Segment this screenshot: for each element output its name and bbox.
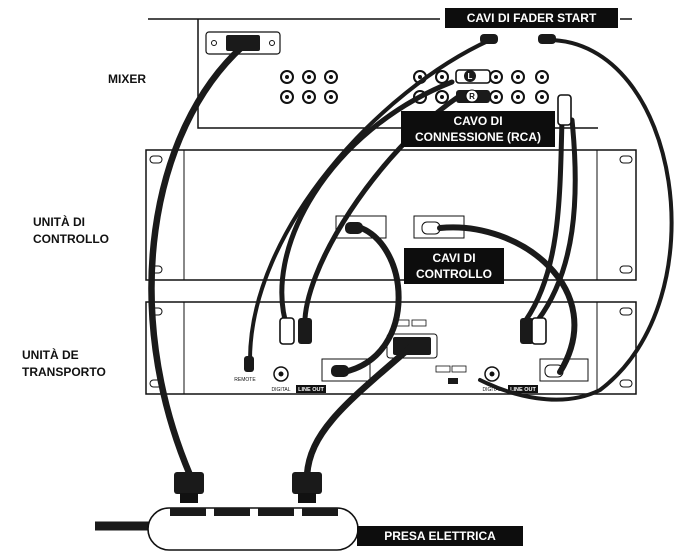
label-transport-unit-line2: TRANSPORTO [22, 365, 106, 379]
transport-switch [435, 365, 467, 384]
label-transport-unit: UNITÀ DE TRANSPORTO [22, 347, 106, 381]
callout-rca-line2: CONNESSIONE (RCA) [414, 130, 541, 144]
callout-power-strip-text: PRESA ELETTRICA [384, 529, 496, 543]
jack-l-marker: L [464, 70, 476, 82]
label-transport-unit-line1: UNITÀ DE [22, 348, 79, 362]
line-out-text-left: LINE OUT [298, 387, 324, 393]
callout-rca: CAVO DI CONNESSIONE (RCA) [401, 111, 555, 147]
rca-cable-left [279, 79, 455, 333]
mixer-unit [148, 18, 632, 129]
power-strip [95, 507, 359, 551]
plugs [174, 34, 572, 503]
callout-control-cables: CAVI DI CONTROLLO [404, 248, 504, 284]
control-cable-2 [437, 224, 578, 375]
callout-control-cables-line1: CAVI DI [432, 251, 476, 265]
jack-l-letter: L [468, 72, 473, 81]
digital-text-left: DIGITAL [271, 387, 290, 393]
label-control-unit-line1: UNITÀ DI [33, 215, 85, 229]
callout-power-strip: PRESA ELETTRICA [357, 526, 523, 546]
digital-jack-left [273, 366, 289, 382]
transport-unit: REMOTE DIGITAL LINE OUT DIGITAL LINE OUT [145, 301, 637, 395]
mixer-power-cable [148, 42, 247, 479]
rca-cable-right-b [523, 115, 565, 323]
fader-start-cable-2 [478, 38, 674, 402]
jack-r-marker: R [465, 89, 479, 103]
jack-r-letter: R [469, 92, 475, 101]
cables [148, 38, 674, 479]
line-out-badge-right: LINE OUT [508, 385, 538, 393]
fader-start-cable-1 [248, 38, 492, 362]
digital-jack-right [484, 366, 500, 382]
callout-fader-start: CAVI DI FADER START [445, 8, 618, 28]
label-mixer-text: MIXER [108, 72, 147, 86]
remote-text: REMOTE [234, 377, 256, 383]
label-mixer: MIXER [108, 71, 146, 88]
transport-power-cable [303, 342, 416, 479]
line-out-text-right: LINE OUT [510, 387, 536, 393]
label-control-unit: UNITÀ DI CONTROLLO [33, 214, 109, 248]
callout-fader-start-text: CAVI DI FADER START [466, 11, 597, 25]
callout-rca-line1: CAVO DI [453, 114, 503, 128]
digital-text-right: DIGITAL [482, 387, 501, 393]
line-out-badge-left: LINE OUT [296, 385, 326, 393]
control-cable-1 [341, 223, 402, 375]
rca-cable-right [535, 117, 578, 323]
label-control-unit-line2: CONTROLLO [33, 232, 109, 246]
callout-control-cables-line2: CONTROLLO [416, 267, 492, 281]
